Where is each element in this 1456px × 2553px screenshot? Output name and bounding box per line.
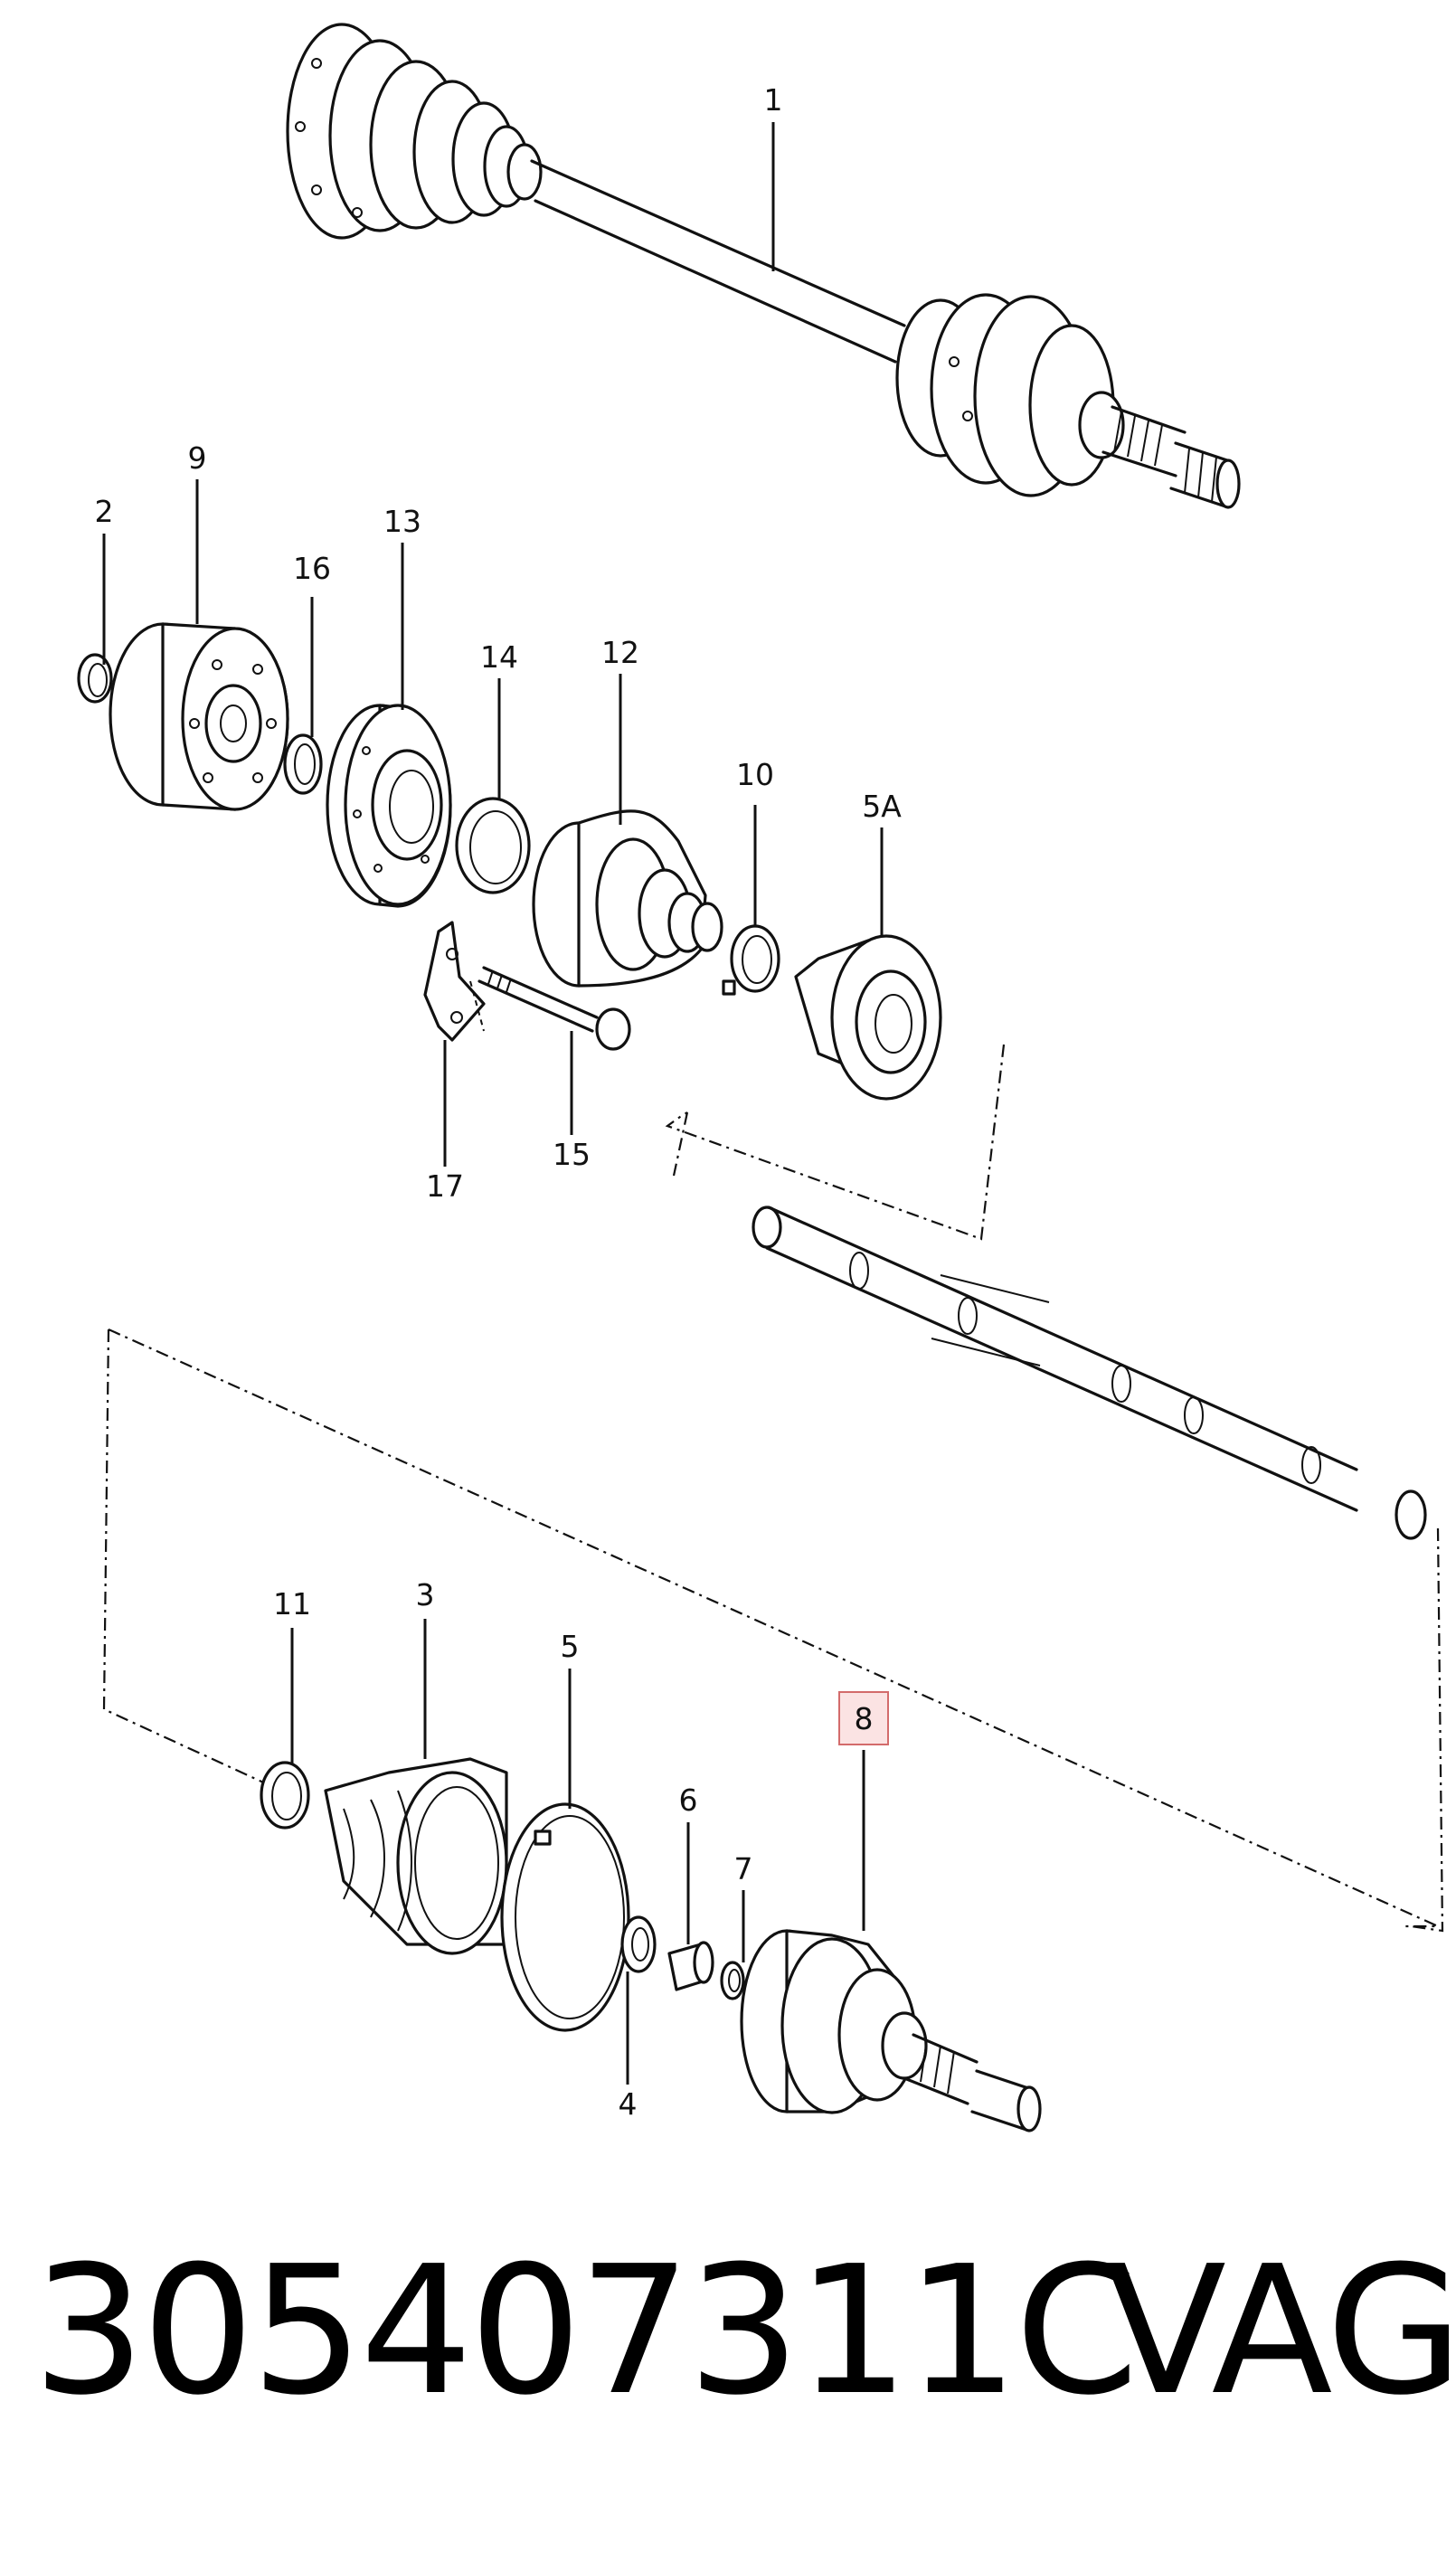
label-part-16: 16 <box>293 551 331 586</box>
label-part-2: 2 <box>95 494 114 529</box>
hose-clamp-5 <box>500 1802 630 2032</box>
brand-name: VAG <box>1105 2228 1456 2435</box>
label-part-9: 9 <box>188 440 207 476</box>
part-number: 305407311C <box>33 2228 1139 2435</box>
label-part-12: 12 <box>601 635 639 670</box>
label-part-15: 15 <box>553 1137 591 1172</box>
clamp-10 <box>722 924 780 996</box>
protective-plate-17 <box>423 921 486 1042</box>
circlip-7 <box>720 1961 745 2000</box>
spacer-6 <box>667 1941 714 1991</box>
lock-washer-16 <box>283 733 323 795</box>
boot-12 <box>532 809 723 988</box>
label-part-13: 13 <box>383 504 421 539</box>
label-part-14: 14 <box>480 639 518 675</box>
leader-lines <box>102 122 884 2085</box>
label-part-11: 11 <box>273 1586 311 1622</box>
label-part-17: 17 <box>426 1168 464 1204</box>
cv-joint-5a <box>794 934 942 1101</box>
label-part-5: 5 <box>561 1629 580 1664</box>
label-part-1: 1 <box>764 82 783 118</box>
label-part-5a: 5A <box>862 789 902 824</box>
part-labels: 1 2 9 16 13 14 12 10 5A 17 15 11 3 5 4 6… <box>95 82 903 2122</box>
label-part-6: 6 <box>679 1782 698 1818</box>
label-part-3: 3 <box>416 1577 435 1612</box>
flange-plate-13 <box>326 704 452 908</box>
label-part-8: 8 <box>855 1701 874 1736</box>
label-part-7: 7 <box>734 1851 753 1886</box>
cv-joint-9 <box>109 622 289 811</box>
intermediate-shaft <box>752 1206 1427 1540</box>
label-part-4: 4 <box>619 2086 638 2122</box>
boot-3 <box>324 1757 508 1955</box>
hose-clamp-14 <box>455 797 531 894</box>
washer-4 <box>620 1915 657 1973</box>
label-part-10: 10 <box>736 757 774 792</box>
exploded-parts-diagram: 1 2 9 16 13 14 12 10 5A 17 15 11 3 5 4 6… <box>77 23 1444 2132</box>
clamp-11 <box>260 1761 310 1830</box>
outer-cv-joint-8 <box>740 1929 1042 2132</box>
circlip-2 <box>77 653 113 704</box>
drive-shaft-assembly <box>286 23 1241 509</box>
highlight-box <box>838 1691 889 1745</box>
socket-bolt-15 <box>477 966 631 1051</box>
